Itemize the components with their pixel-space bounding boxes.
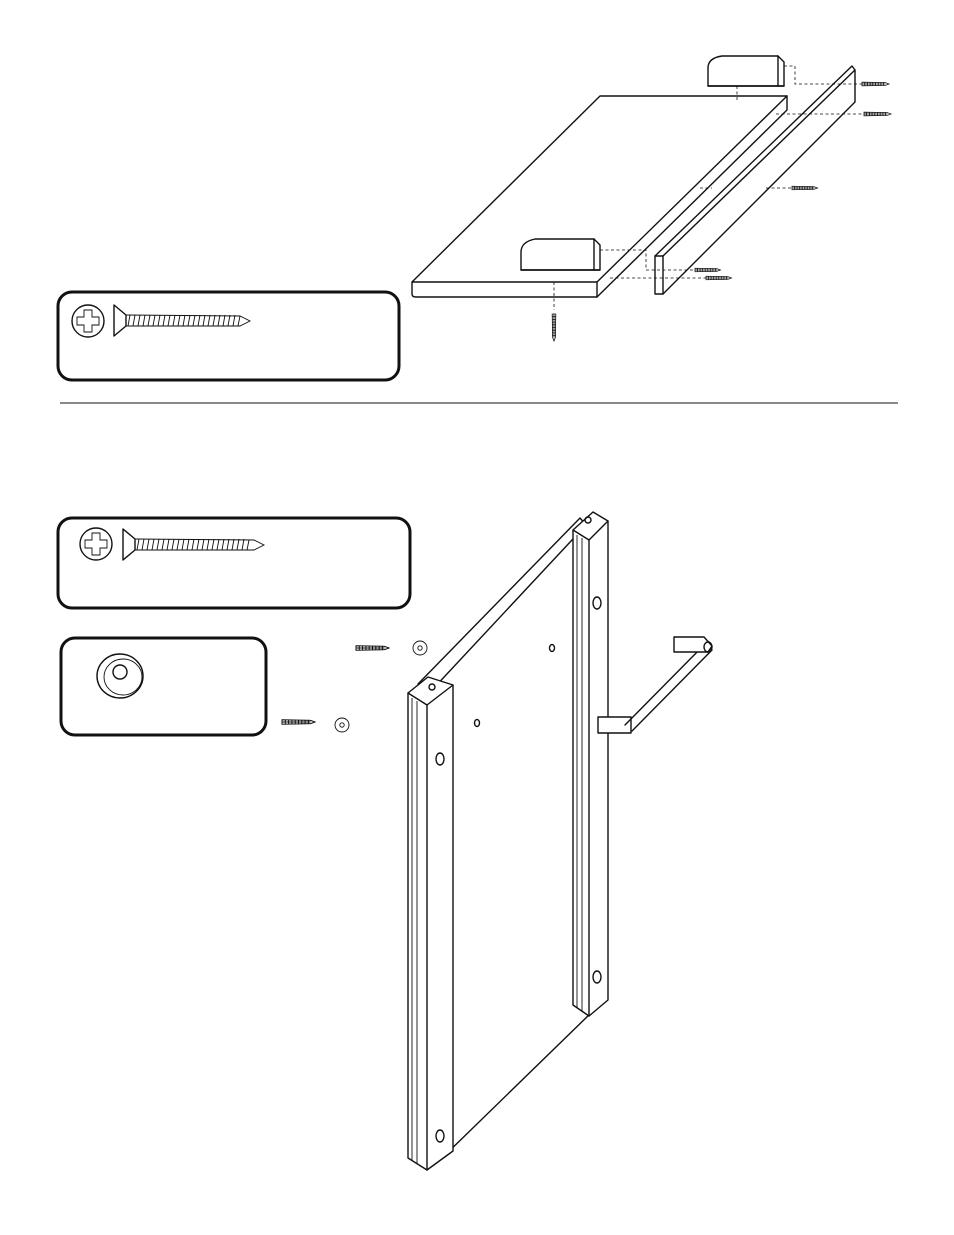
support-block-front	[521, 239, 600, 270]
hardware-callout-screw-bottom	[58, 518, 410, 608]
towel-bar	[598, 637, 712, 733]
phillips-flat-head-screw-icon	[80, 528, 264, 560]
side-frame	[408, 512, 608, 1170]
washer-icon	[97, 654, 143, 698]
phillips-flat-head-screw-icon	[72, 305, 250, 337]
front-leg	[408, 677, 453, 1170]
side-rail	[655, 66, 855, 294]
bottom-assembly	[58, 512, 712, 1170]
support-block-rear	[708, 56, 784, 86]
hardware-callout-washer	[61, 638, 266, 735]
bottom-hardware-parts	[282, 641, 427, 732]
hardware-callout-screw-top	[58, 292, 399, 380]
top-assembly	[58, 56, 891, 380]
rear-leg	[573, 512, 608, 1016]
